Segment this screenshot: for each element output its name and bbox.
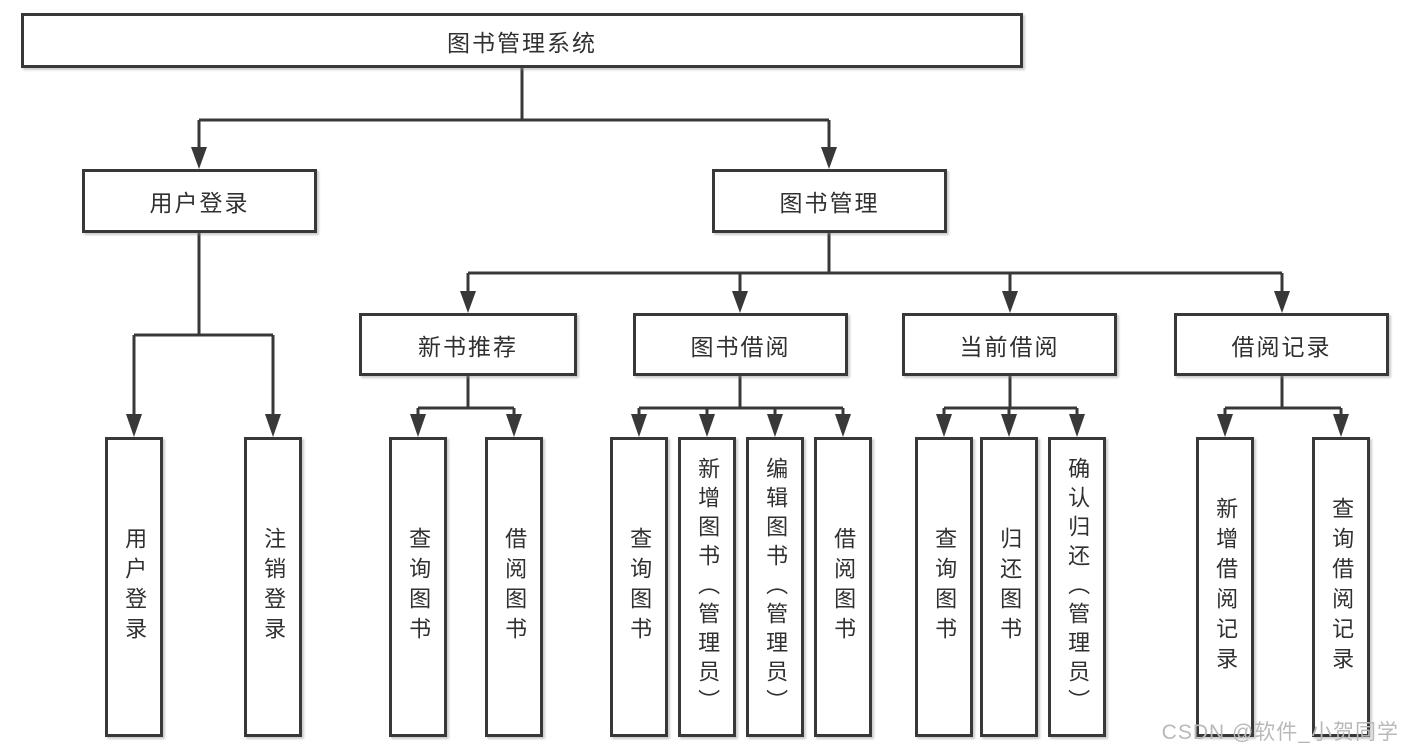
node-current-borrowing-label: 当前借阅 bbox=[959, 333, 1060, 360]
leaf-add-borrow-record-label: 新增借阅记录 bbox=[1213, 497, 1239, 677]
leaf-query-books-3-label: 查询图书 bbox=[932, 527, 958, 647]
leaf-query-borrow-record: 查询借阅记录 bbox=[1312, 437, 1370, 737]
node-library-system-label: 图书管理系统 bbox=[447, 29, 597, 56]
leaf-edit-books-admin: 编辑图书（管理员） bbox=[746, 437, 804, 737]
leaf-return-books-label: 归还图书 bbox=[997, 527, 1023, 647]
node-current-borrowing: 当前借阅 bbox=[902, 313, 1117, 376]
csdn-watermark: CSDN @软件_小贺同学 bbox=[1161, 721, 1399, 744]
node-new-book-recommendation: 新书推荐 bbox=[359, 313, 577, 376]
connector-records-to-leaves bbox=[1223, 376, 1343, 432]
connector-root-to-level2 bbox=[197, 68, 831, 164]
connector-borrowing-to-leaves bbox=[637, 376, 845, 432]
node-user-login-label: 用户登录 bbox=[149, 190, 250, 216]
leaf-query-borrow-record-label: 查询借阅记录 bbox=[1329, 497, 1355, 677]
connector-newbook-to-leaves bbox=[416, 376, 516, 432]
connector-userlogin-to-leaves bbox=[132, 233, 275, 432]
leaf-query-books-1: 查询图书 bbox=[389, 437, 447, 737]
leaf-query-books-3: 查询图书 bbox=[915, 437, 973, 737]
leaf-add-books-admin-label: 新增图书（管理员） bbox=[695, 456, 721, 718]
node-library-system: 图书管理系统 bbox=[21, 13, 1023, 68]
leaf-user-login-label: 用户登录 bbox=[122, 527, 148, 647]
leaf-borrow-books-2-label: 借阅图书 bbox=[831, 527, 857, 647]
node-user-login: 用户登录 bbox=[82, 169, 317, 233]
leaf-query-books-1-label: 查询图书 bbox=[406, 527, 432, 647]
leaf-logout-label: 注销登录 bbox=[261, 527, 287, 647]
node-book-borrowing-label: 图书借阅 bbox=[690, 333, 791, 360]
node-borrowing-records-label: 借阅记录 bbox=[1231, 333, 1332, 360]
leaf-borrow-books-1-label: 借阅图书 bbox=[502, 527, 528, 647]
arrowhead-icons bbox=[126, 147, 1349, 437]
leaf-query-books-2: 查询图书 bbox=[610, 437, 668, 737]
leaf-add-books-admin: 新增图书（管理员） bbox=[678, 437, 736, 737]
leaf-logout: 注销登录 bbox=[244, 437, 302, 737]
leaf-edit-books-admin-label: 编辑图书（管理员） bbox=[763, 456, 789, 718]
leaf-add-borrow-record: 新增借阅记录 bbox=[1196, 437, 1254, 737]
leaf-query-books-2-label: 查询图书 bbox=[627, 527, 653, 647]
leaf-borrow-books-1: 借阅图书 bbox=[485, 437, 543, 737]
node-new-book-recommendation-label: 新书推荐 bbox=[418, 333, 518, 360]
connector-bookmgmt-to-level3 bbox=[466, 233, 1284, 308]
leaf-borrow-books-2: 借阅图书 bbox=[814, 437, 872, 737]
node-book-borrowing: 图书借阅 bbox=[633, 313, 848, 376]
leaf-confirm-return-admin: 确认归还（管理员） bbox=[1048, 437, 1106, 737]
leaf-user-login: 用户登录 bbox=[105, 437, 163, 737]
node-book-management-label: 图书管理 bbox=[779, 190, 880, 216]
leaf-return-books: 归还图书 bbox=[980, 437, 1038, 737]
leaf-confirm-return-admin-label: 确认归还（管理员） bbox=[1065, 456, 1091, 718]
node-book-management: 图书管理 bbox=[712, 169, 947, 233]
node-borrowing-records: 借阅记录 bbox=[1174, 313, 1389, 376]
